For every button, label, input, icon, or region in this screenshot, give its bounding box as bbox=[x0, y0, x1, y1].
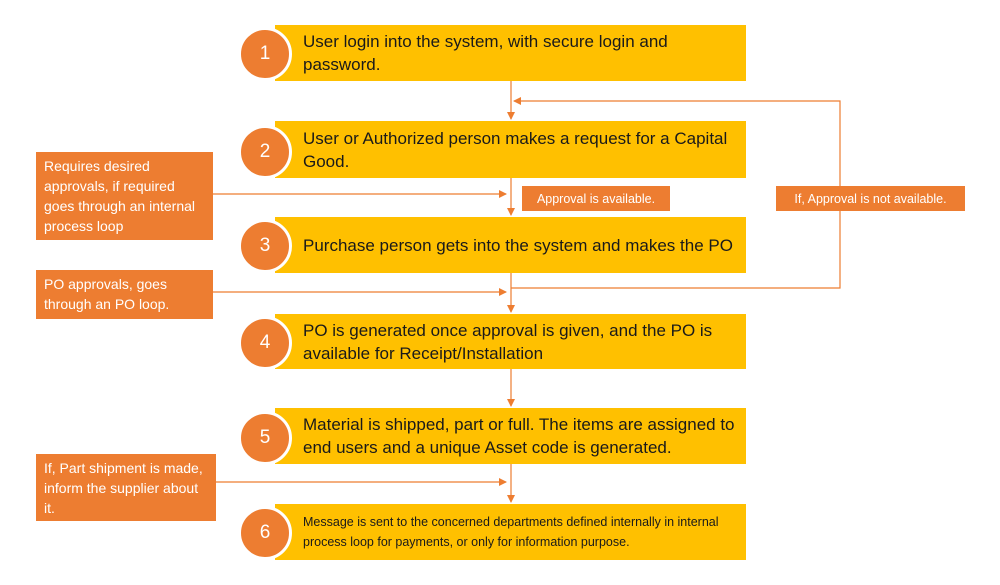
step-2-text: User or Authorized person makes a reques… bbox=[303, 128, 728, 171]
step-5-badge: 5 bbox=[238, 411, 292, 465]
step-4-badge: 4 bbox=[238, 316, 292, 370]
step-1-badge: 1 bbox=[238, 27, 292, 81]
label-approval-available: Approval is available. bbox=[522, 186, 670, 211]
step-6-text: Message is sent to the concerned departm… bbox=[303, 515, 719, 549]
step-1-text: User login into the system, with secure … bbox=[303, 32, 668, 74]
step-5-box: Material is shipped, part or full. The i… bbox=[275, 408, 746, 464]
step-4-box: PO is generated once approval is given, … bbox=[275, 314, 746, 369]
step-2-badge: 2 bbox=[238, 125, 292, 179]
note-po-loop: PO approvals, goes through an PO loop. bbox=[36, 270, 213, 319]
note-approvals-loop: Requires desired approvals, if required … bbox=[36, 152, 213, 240]
step-6-box: Message is sent to the concerned departm… bbox=[275, 504, 746, 560]
label-approval-not-available: If, Approval is not available. bbox=[776, 186, 965, 211]
step-3-text: Purchase person gets into the system and… bbox=[303, 235, 733, 255]
step-5-text: Material is shipped, part or full. The i… bbox=[303, 415, 735, 457]
step-3-badge: 3 bbox=[238, 219, 292, 273]
note-part-shipment: If, Part shipment is made, inform the su… bbox=[36, 454, 216, 521]
step-2-box: User or Authorized person makes a reques… bbox=[275, 121, 746, 178]
step-4-text: PO is generated once approval is given, … bbox=[303, 320, 713, 363]
step-3-box: Purchase person gets into the system and… bbox=[275, 217, 746, 273]
step-6-badge: 6 bbox=[238, 506, 292, 560]
step-1-box: User login into the system, with secure … bbox=[275, 25, 746, 81]
